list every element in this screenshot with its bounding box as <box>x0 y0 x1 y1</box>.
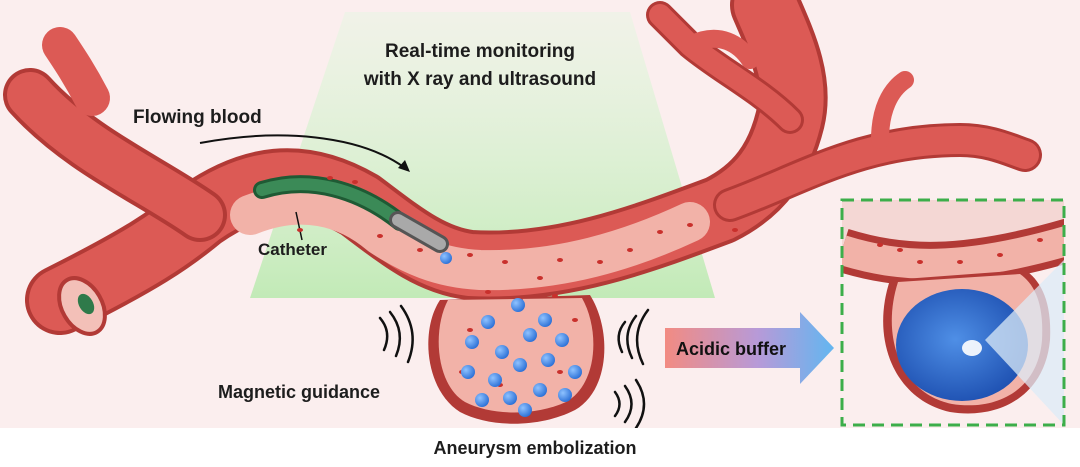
process-arrow-icon <box>665 312 834 384</box>
microrobot-beads <box>440 252 582 417</box>
flow-arrow-icon <box>199 134 406 169</box>
ultrasound-beam <box>985 260 1064 425</box>
monitoring-label: Real-time monitoring with X ray and ultr… <box>300 38 660 94</box>
magnetic-guidance-label: Magnetic guidance <box>218 382 381 402</box>
catheter-label: Catheter <box>258 240 327 259</box>
catheter <box>253 175 449 253</box>
inset-border <box>840 198 1066 427</box>
blood-vessel <box>3 0 1042 335</box>
embolic-gel <box>896 289 1028 401</box>
sound-wave-icon <box>617 308 650 366</box>
catheter-leader-line <box>295 211 303 241</box>
monitoring-label-line2: with X ray and ultrasound <box>363 69 597 90</box>
flowing-blood-label: Flowing blood <box>133 107 262 128</box>
sound-wave-icon <box>378 304 414 364</box>
caption-band <box>0 428 1080 467</box>
sound-wave-icon <box>613 378 646 430</box>
acidic-buffer-label: Acidic buffer <box>676 339 787 359</box>
inset-panel <box>840 198 1066 427</box>
aneurysm-embolization-label: Aneurysm embolization <box>433 438 637 458</box>
monitoring-label-line1: Real-time monitoring <box>384 41 575 62</box>
